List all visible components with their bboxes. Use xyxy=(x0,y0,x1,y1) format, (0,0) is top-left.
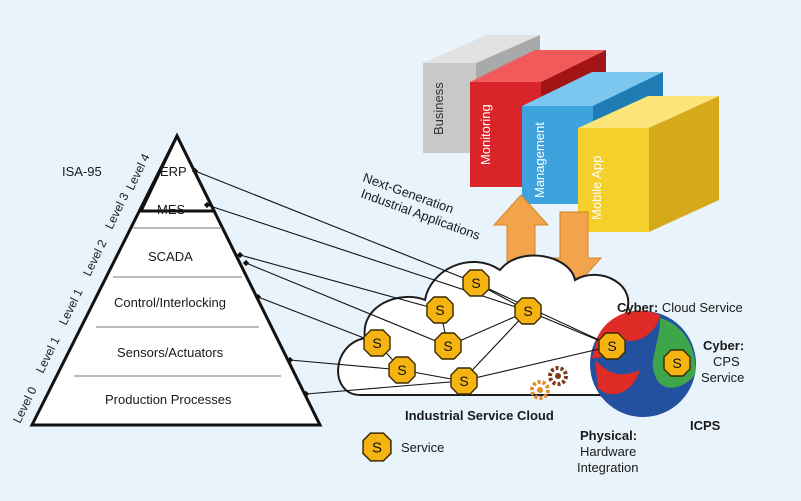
cyber-cps-line-1: CPS xyxy=(713,354,740,369)
pyramid-erp: ERP xyxy=(160,164,187,179)
service-node-4 xyxy=(434,332,462,360)
pyramid-scada: SCADA xyxy=(148,249,193,264)
service-node-7 xyxy=(450,367,478,395)
gears-icon xyxy=(530,366,568,400)
level-4-label: Level 4 xyxy=(123,151,153,192)
service-node-6 xyxy=(388,356,416,384)
legend-service-icon xyxy=(362,432,392,462)
cyber-cloud-bold: Cyber: xyxy=(617,300,658,315)
physical-line-1: Hardware xyxy=(580,444,636,459)
cloud-link-9 xyxy=(461,345,613,382)
cyber-cps-line-2: Service xyxy=(701,370,744,385)
app-label-mobile-app: Mobile App xyxy=(589,156,604,220)
cloud-link-2 xyxy=(527,310,616,350)
app-label-business: Business xyxy=(431,82,446,135)
physical-bold: Physical: xyxy=(580,428,637,443)
app-label-monitoring: Monitoring xyxy=(478,104,493,165)
cyber-cps-bold: Cyber: xyxy=(703,338,744,353)
level-1b-label: Level 1 xyxy=(56,286,86,327)
cyber-cloud-label: Cyber: Cloud Service xyxy=(617,300,743,315)
app-block-mobile-app: Mobile App xyxy=(578,96,719,232)
connector-production xyxy=(302,377,466,398)
pyramid-control: Control/Interlocking xyxy=(114,295,226,310)
service-node-2 xyxy=(514,297,542,325)
level-3-label: Level 3 xyxy=(102,190,132,231)
isa95-pyramid xyxy=(29,132,323,427)
connector-control xyxy=(254,293,381,347)
cloud-link-3 xyxy=(475,282,613,347)
service-node-9 xyxy=(663,349,691,377)
pyramid-mes: MES xyxy=(157,202,186,217)
cloud-link-8 xyxy=(461,310,529,382)
legend-service-label: Service xyxy=(401,440,444,455)
level-2-label: Level 2 xyxy=(80,237,110,278)
icps-label: ICPS xyxy=(690,418,721,433)
physical-line-2: Integration xyxy=(577,460,638,475)
pyramid-production: Production Processes xyxy=(105,392,232,407)
service-node-1 xyxy=(462,269,490,297)
pyramid-sensors: Sensors/Actuators xyxy=(117,345,224,360)
cyber-cloud-text: Cloud Service xyxy=(662,300,743,315)
cloud-label: Industrial Service Cloud xyxy=(405,408,554,423)
isa95-label: ISA-95 xyxy=(62,164,102,179)
service-node-8 xyxy=(598,332,626,360)
connector-sensors xyxy=(286,356,406,374)
level-1a-label: Level 1 xyxy=(33,334,63,375)
service-node-5 xyxy=(363,329,391,357)
service-node-3 xyxy=(426,296,454,324)
app-label-management: Management xyxy=(532,122,547,198)
